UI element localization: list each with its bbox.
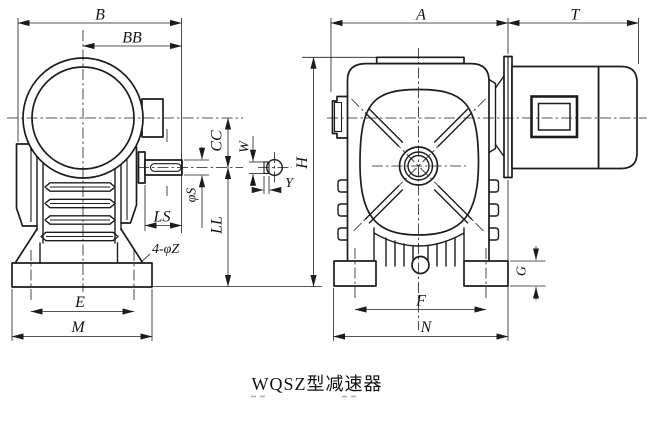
dim-label-W: W xyxy=(238,140,253,153)
cooling-fins xyxy=(40,182,119,242)
front-view-centerlines xyxy=(327,48,647,330)
bottom-fins xyxy=(373,232,465,267)
dim-label-N: N xyxy=(420,319,433,336)
dim-label-F: F xyxy=(415,293,426,310)
terminal-box-lid xyxy=(537,102,571,131)
motor-end-cap xyxy=(597,65,638,170)
front-view: A T G F N xyxy=(327,7,647,341)
dim-label-Y: Y xyxy=(285,176,295,191)
dim-label-A: A xyxy=(415,7,426,24)
worm-end-cover xyxy=(331,95,349,139)
dim-label-LL: LL xyxy=(209,216,226,235)
drain-plug xyxy=(411,255,430,275)
overall-height-dimension: H xyxy=(294,56,377,287)
dim-label-BB: BB xyxy=(122,30,142,47)
front-view-dimensions: A T G F N xyxy=(330,7,639,341)
dim-label-G: G xyxy=(515,266,530,276)
inner-panel xyxy=(359,88,480,236)
dim-label-B: B xyxy=(95,7,105,24)
dim-label-T: T xyxy=(571,7,581,24)
dim-label-E: E xyxy=(74,294,85,311)
top-plate xyxy=(375,56,465,65)
base-and-pedestal xyxy=(11,228,153,288)
dim-label-LS: LS xyxy=(153,209,171,226)
side-view-dimensions: B BB CC LL φS LS 4-φZ E M xyxy=(11,7,232,341)
caption-text: WQSZ型减速器 xyxy=(252,374,383,394)
motor-adapter-flange xyxy=(488,55,513,179)
dim-label-M: M xyxy=(70,319,86,336)
housing-side-brackets xyxy=(15,143,138,244)
dim-label-bolt-pattern: 4-φZ xyxy=(152,242,179,257)
dim-label-CC: CC xyxy=(209,130,226,152)
motor xyxy=(511,65,638,170)
caption: WQSZ型减速器 xyxy=(251,374,383,398)
side-view: B BB CC LL φS LS 4-φZ E M xyxy=(7,7,243,341)
shaft-key-section-detail: W Y xyxy=(238,136,295,194)
dim-label-H: H xyxy=(294,156,311,170)
dim-label-phi-S: φS xyxy=(185,188,200,203)
